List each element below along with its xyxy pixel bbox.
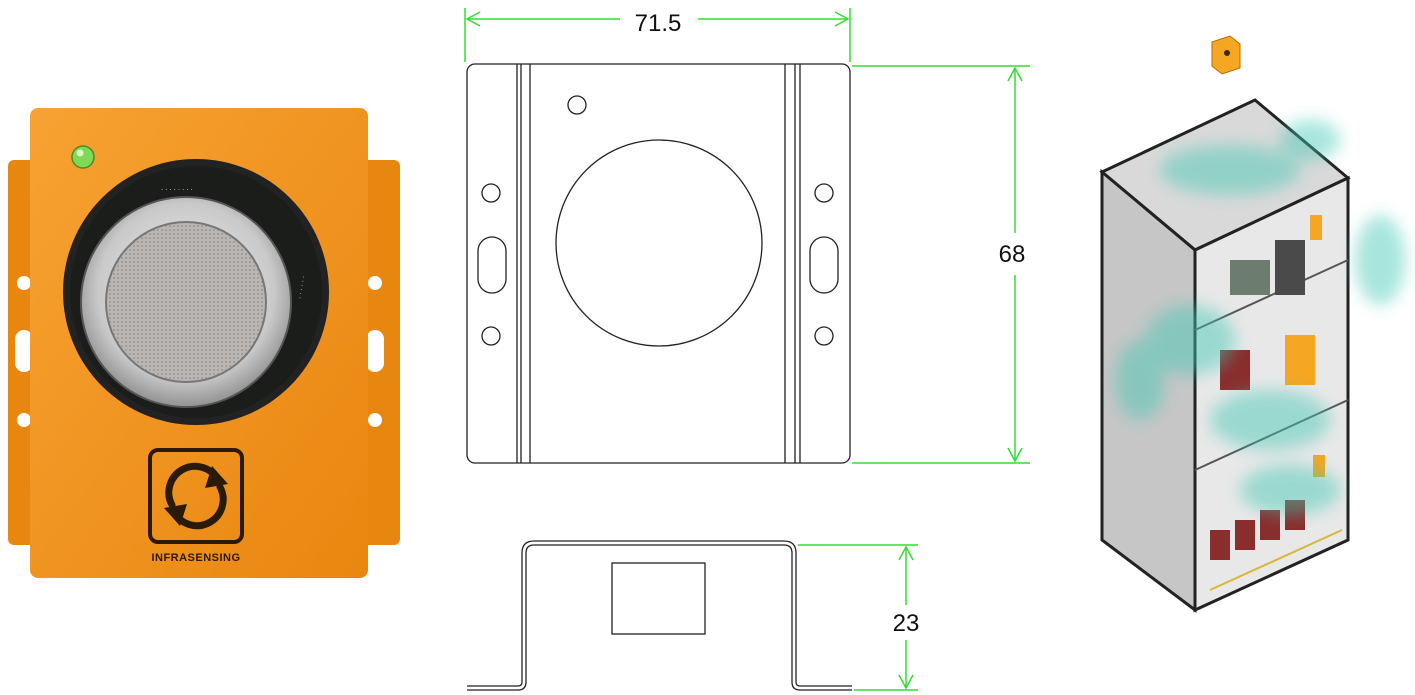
depth-label: 23: [893, 610, 920, 637]
flange-hole: [368, 413, 382, 427]
flange-hole: [17, 413, 31, 427]
flange-slot: [15, 330, 33, 372]
device-photo: ........ ...... INFRASENSING: [0, 0, 420, 695]
cabinet-illustration: [1080, 0, 1415, 695]
technical-drawing: 71.5 68: [440, 0, 1040, 695]
cabinet-svg: [1099, 35, 1405, 614]
drawing-svg: 71.5 68: [464, 8, 1030, 691]
flange-hole: [368, 276, 382, 290]
side-view: [467, 540, 852, 691]
sensor-mesh: [105, 221, 267, 383]
status-led: [71, 145, 95, 169]
device-illustration: ........ ...... INFRASENSING: [8, 108, 400, 578]
sensor-circle: [555, 139, 763, 347]
side-window: [611, 562, 706, 635]
svg-text:........: ........: [160, 184, 194, 192]
top-view: [466, 63, 851, 464]
component: [1275, 240, 1305, 295]
floating-sensor-icon: [1211, 35, 1241, 75]
height-label: 68: [999, 241, 1026, 268]
brand-label: INFRASENSING: [151, 552, 240, 564]
height-dimension: [852, 65, 1030, 464]
width-label: 71.5: [635, 10, 682, 37]
flange-hole: [17, 276, 31, 290]
sensor-box: [1285, 335, 1315, 385]
flange-slot: [366, 330, 384, 372]
width-dimension: [464, 8, 851, 62]
component: [1230, 260, 1270, 295]
sensor-box: [1310, 215, 1322, 240]
depth-dimension: [798, 544, 918, 691]
airflow-clouds: [1115, 120, 1405, 515]
led-hole: [567, 95, 587, 115]
brand-logo-frame: [148, 448, 244, 544]
